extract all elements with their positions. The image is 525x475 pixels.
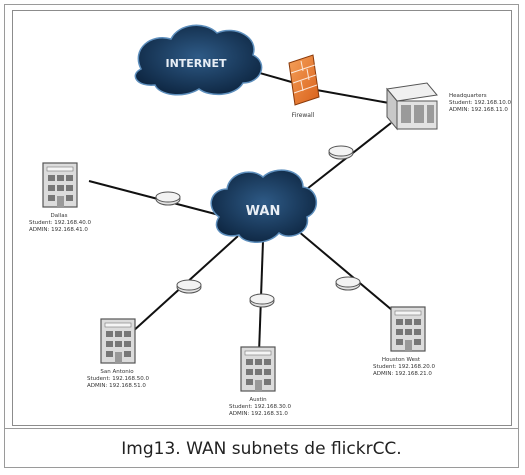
router-houston-west-icon (335, 276, 361, 291)
network-diagram-svg: INTERNET WAN Firewall (29, 24, 511, 417)
dallas-name: Dallas (51, 213, 68, 219)
san-antonio-name: San Antonio (100, 369, 134, 375)
san-antonio-student-subnet: Student: 192.168.50.0 (87, 376, 149, 382)
link-wan-houston-west (297, 230, 406, 322)
austin-student-subnet: Student: 192.168.30.0 (229, 404, 291, 410)
san-antonio-info: San Antonio Student: 192.168.50.0 ADMIN:… (87, 369, 149, 389)
houston-west-name: Houston West (382, 357, 421, 363)
router-san-antonio-icon (176, 279, 202, 294)
austin-building-icon (240, 346, 276, 392)
dallas-student-subnet: Student: 192.168.40.0 (29, 220, 91, 226)
network-diagram: INTERNET WAN Firewall (12, 10, 512, 426)
wan-cloud-icon: WAN (210, 169, 317, 243)
link-wan-headquarters (297, 122, 392, 197)
firewall-label: Firewall (292, 112, 315, 119)
headquarters-info: Headquarters Student: 192.168.10.0 ADMIN… (449, 93, 511, 113)
caption-bar: Img13. WAN subnets de flickrCC. (4, 428, 519, 468)
headquarters-admin-subnet: ADMIN: 192.168.11.0 (449, 107, 508, 113)
san-antonio-admin-subnet: ADMIN: 192.168.51.0 (87, 383, 146, 389)
houston-west-building-icon (390, 306, 426, 352)
figure-caption: Img13. WAN subnets de flickrCC. (121, 438, 402, 459)
headquarters-student-subnet: Student: 192.168.10.0 (449, 100, 511, 106)
austin-info: Austin Student: 192.168.30.0 ADMIN: 192.… (229, 397, 291, 417)
austin-admin-subnet: ADMIN: 192.168.31.0 (229, 411, 288, 417)
router-headquarters-icon (328, 145, 354, 160)
dallas-admin-subnet: ADMIN: 192.168.41.0 (29, 227, 88, 233)
headquarters-server-icon (386, 82, 438, 131)
dallas-info: Dallas Student: 192.168.40.0 ADMIN: 192.… (29, 213, 91, 233)
houston-west-info: Houston West Student: 192.168.20.0 ADMIN… (373, 357, 435, 377)
internet-cloud-icon: INTERNET (134, 24, 263, 96)
austin-name: Austin (249, 397, 267, 403)
router-austin-icon (249, 293, 275, 308)
headquarters-name: Headquarters (449, 93, 487, 99)
firewall-icon: Firewall (288, 54, 320, 119)
internet-cloud-label: INTERNET (165, 57, 227, 70)
houston-west-student-subnet: Student: 192.168.20.0 (373, 364, 435, 370)
router-dallas-icon (155, 191, 181, 206)
san-antonio-building-icon (100, 318, 136, 364)
houston-west-admin-subnet: ADMIN: 192.168.21.0 (373, 371, 432, 377)
dallas-building-icon (42, 162, 78, 208)
link-firewall-headquarters (310, 88, 390, 104)
wan-cloud-label: WAN (246, 204, 281, 219)
